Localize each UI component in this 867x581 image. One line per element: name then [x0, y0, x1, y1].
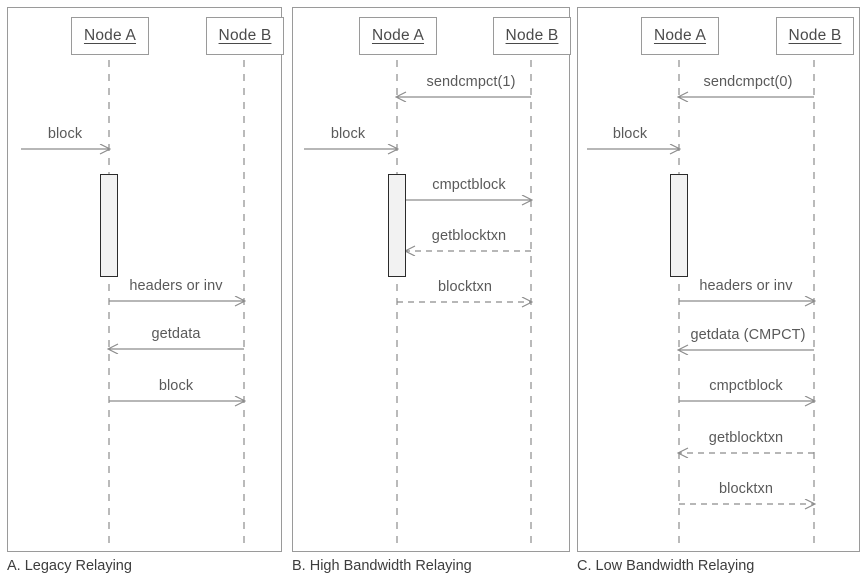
- participant-node-b-label: Node B: [505, 27, 559, 44]
- message-label-cmpctblock: cmpctblock: [709, 378, 783, 394]
- message-label-getdata-cmpct: getdata (CMPCT): [690, 327, 806, 343]
- message-label-block-in: block: [47, 126, 83, 142]
- panel-legacy-relaying: Node A Node B block headers or inv getda…: [7, 7, 284, 552]
- participant-node-a-label: Node A: [653, 27, 707, 44]
- caption-panel-a: A. Legacy Relaying: [7, 558, 132, 574]
- participant-node-a-label: Node A: [83, 27, 137, 44]
- message-label-block-in: block: [330, 126, 366, 142]
- panel-c-canvas: [587, 46, 861, 546]
- message-label-cmpctblock: cmpctblock: [432, 177, 506, 193]
- panel-high-bandwidth-relaying: Node A Node B sendcmpct(1) block cmpctbl…: [292, 7, 571, 552]
- panel-b-canvas: [304, 46, 571, 546]
- activation-bar-node-a: [100, 174, 118, 277]
- participant-node-a: Node A: [641, 17, 719, 55]
- message-label-getdata: getdata: [151, 326, 201, 342]
- activation-bar-node-a: [670, 174, 688, 277]
- caption-panel-c: C. Low Bandwidth Relaying: [577, 558, 755, 574]
- message-label-sendcmpct: sendcmpct(0): [703, 74, 793, 90]
- participant-node-a: Node A: [359, 17, 437, 55]
- activation-bar-node-a: [388, 174, 406, 277]
- message-label-headers-or-inv: headers or inv: [699, 278, 793, 294]
- message-label-block-out: block: [158, 378, 194, 394]
- participant-node-b-label: Node B: [788, 27, 842, 44]
- participant-node-b: Node B: [776, 17, 854, 55]
- panel-a-canvas: [21, 46, 283, 546]
- message-label-sendcmpct: sendcmpct(1): [426, 74, 516, 90]
- participant-node-b: Node B: [206, 17, 284, 55]
- message-label-block-in: block: [612, 126, 648, 142]
- message-label-blocktxn: blocktxn: [719, 481, 773, 497]
- participant-node-a-label: Node A: [371, 27, 425, 44]
- participant-node-a: Node A: [71, 17, 149, 55]
- message-label-getblocktxn: getblocktxn: [431, 228, 507, 244]
- message-label-getblocktxn: getblocktxn: [708, 430, 784, 446]
- message-label-blocktxn: blocktxn: [438, 279, 492, 295]
- panel-low-bandwidth-relaying: Node A Node B sendcmpct(0) block headers…: [577, 7, 860, 552]
- caption-panel-b: B. High Bandwidth Relaying: [292, 558, 472, 574]
- participant-node-b-label: Node B: [218, 27, 272, 44]
- message-label-headers-or-inv: headers or inv: [129, 278, 223, 294]
- participant-node-b: Node B: [493, 17, 571, 55]
